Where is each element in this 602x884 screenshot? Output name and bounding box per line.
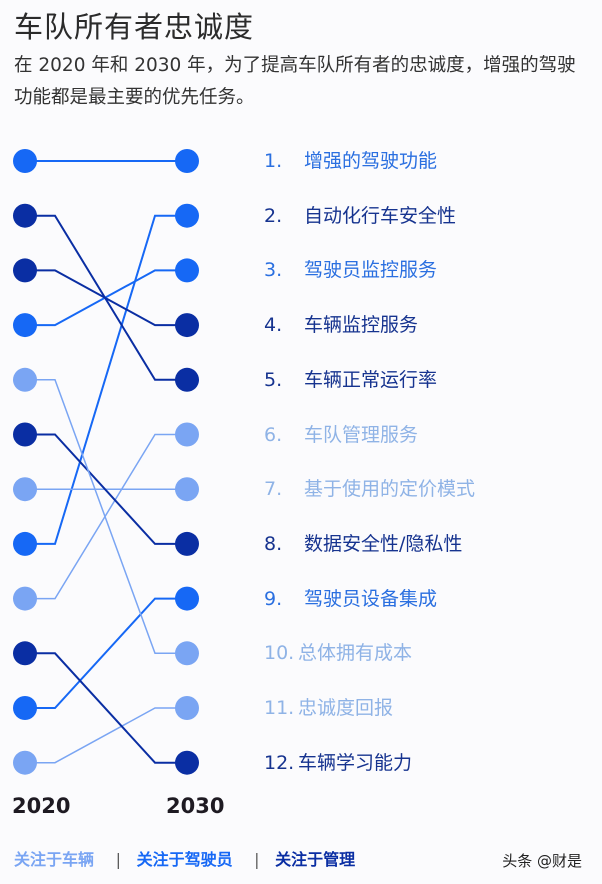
- legend-separator: |: [115, 850, 121, 869]
- rank-number: 6.: [264, 423, 283, 446]
- year-2020-label: 2020: [12, 794, 71, 818]
- rank-text: 车队管理服务: [304, 423, 419, 446]
- dot-2030: [175, 367, 199, 392]
- legend-driver: 关注于驾驶员: [136, 850, 233, 869]
- watermark: 头条 @财是: [502, 852, 582, 870]
- dot-2020: [13, 258, 37, 283]
- dot-2020: [13, 422, 37, 447]
- rank-text: 基于使用的定价模式: [304, 478, 476, 501]
- rank-label: 8. 数据安全性/隐私性: [264, 530, 462, 558]
- rank-text: 驾驶员监控服务: [304, 259, 438, 282]
- rank-connector-line: [25, 433, 187, 600]
- year-2030-label: 2030: [166, 794, 225, 818]
- rank-connector-line: [25, 433, 187, 545]
- rank-number: 5.: [264, 368, 283, 391]
- rank-number: 2.: [264, 204, 283, 227]
- dot-2030: [175, 586, 199, 611]
- rank-label: 3. 驾驶员监控服务: [264, 256, 437, 284]
- dot-2030: [175, 750, 199, 775]
- rank-connector-line: [25, 214, 187, 545]
- rank-number: 11.: [264, 697, 295, 719]
- dot-2030: [175, 258, 199, 283]
- dot-2030: [175, 203, 199, 228]
- rank-text: 增强的驾驶功能: [304, 150, 438, 172]
- legend-separator: |: [254, 850, 260, 869]
- dot-2020: [13, 641, 37, 666]
- dot-2020: [13, 586, 37, 611]
- rank-connector-line: [25, 652, 187, 764]
- dot-2020: [13, 696, 37, 720]
- dot-2030: [175, 696, 199, 720]
- rank-text: 忠诚度回报: [298, 697, 394, 719]
- rank-number: 1.: [264, 150, 283, 172]
- rank-connector-line: [25, 214, 187, 381]
- rank-label: 2. 自动化行车安全性: [264, 202, 456, 230]
- dot-2020: [13, 750, 37, 775]
- dot-2020: [13, 149, 37, 173]
- rank-text: 总体拥有成本: [298, 642, 413, 665]
- rank-connector-line: [25, 379, 187, 655]
- dot-2030: [175, 313, 199, 338]
- rank-number: 8.: [264, 532, 283, 555]
- dot-2020: [13, 477, 37, 502]
- rank-text: 车辆学习能力: [298, 751, 413, 774]
- rank-text: 驾驶员设备集成: [304, 587, 438, 610]
- rank-label: 7. 基于使用的定价模式: [264, 475, 475, 503]
- rank-label: 4. 车辆监控服务: [264, 311, 418, 339]
- rank-number: 9.: [264, 587, 283, 610]
- rank-label: 12.车辆学习能力: [264, 749, 412, 777]
- rank-text: 车辆正常运行率: [304, 368, 438, 391]
- dot-2030: [175, 149, 199, 173]
- rank-label: 5. 车辆正常运行率: [264, 366, 437, 394]
- dot-2020: [13, 367, 37, 392]
- rank-label: 1. 增强的驾驶功能: [264, 147, 437, 175]
- rank-connector-line: [25, 707, 187, 764]
- bump-chart: [13, 149, 199, 775]
- rank-number: 12.: [264, 751, 295, 774]
- rank-label: 6. 车队管理服务: [264, 421, 418, 449]
- dot-2030: [175, 641, 199, 666]
- dot-2020: [13, 313, 37, 338]
- chart-subtitle: 在 2020 年和 2030 年，为了提高车队所有者的忠诚度，增强的驾驶功能都是…: [14, 55, 576, 108]
- legend: 关注于车辆 | 关注于驾驶员 | 关注于管理: [14, 846, 361, 870]
- rank-number: 3.: [264, 259, 283, 282]
- chart-title: 车队所有者忠诚度: [14, 10, 255, 44]
- rank-label: 11.忠诚度回报: [264, 694, 393, 722]
- dot-2030: [175, 477, 199, 502]
- dot-2020: [13, 531, 37, 556]
- rank-text: 车辆监控服务: [304, 314, 419, 337]
- rank-text: 数据安全性/隐私性: [304, 532, 463, 555]
- legend-management: 关注于管理: [275, 850, 356, 869]
- legend-vehicle: 关注于车辆: [14, 850, 95, 869]
- rank-connector-line: [25, 597, 187, 709]
- rank-label: 10.总体拥有成本: [264, 639, 412, 667]
- dot-2030: [175, 531, 199, 556]
- rank-text: 自动化行车安全性: [304, 204, 457, 227]
- rank-number: 4.: [264, 314, 283, 337]
- rank-number: 10.: [264, 642, 295, 665]
- rank-number: 7.: [264, 478, 283, 501]
- dot-2020: [13, 203, 37, 228]
- rank-label: 9. 驾驶员设备集成: [264, 585, 437, 613]
- dot-2030: [175, 422, 199, 447]
